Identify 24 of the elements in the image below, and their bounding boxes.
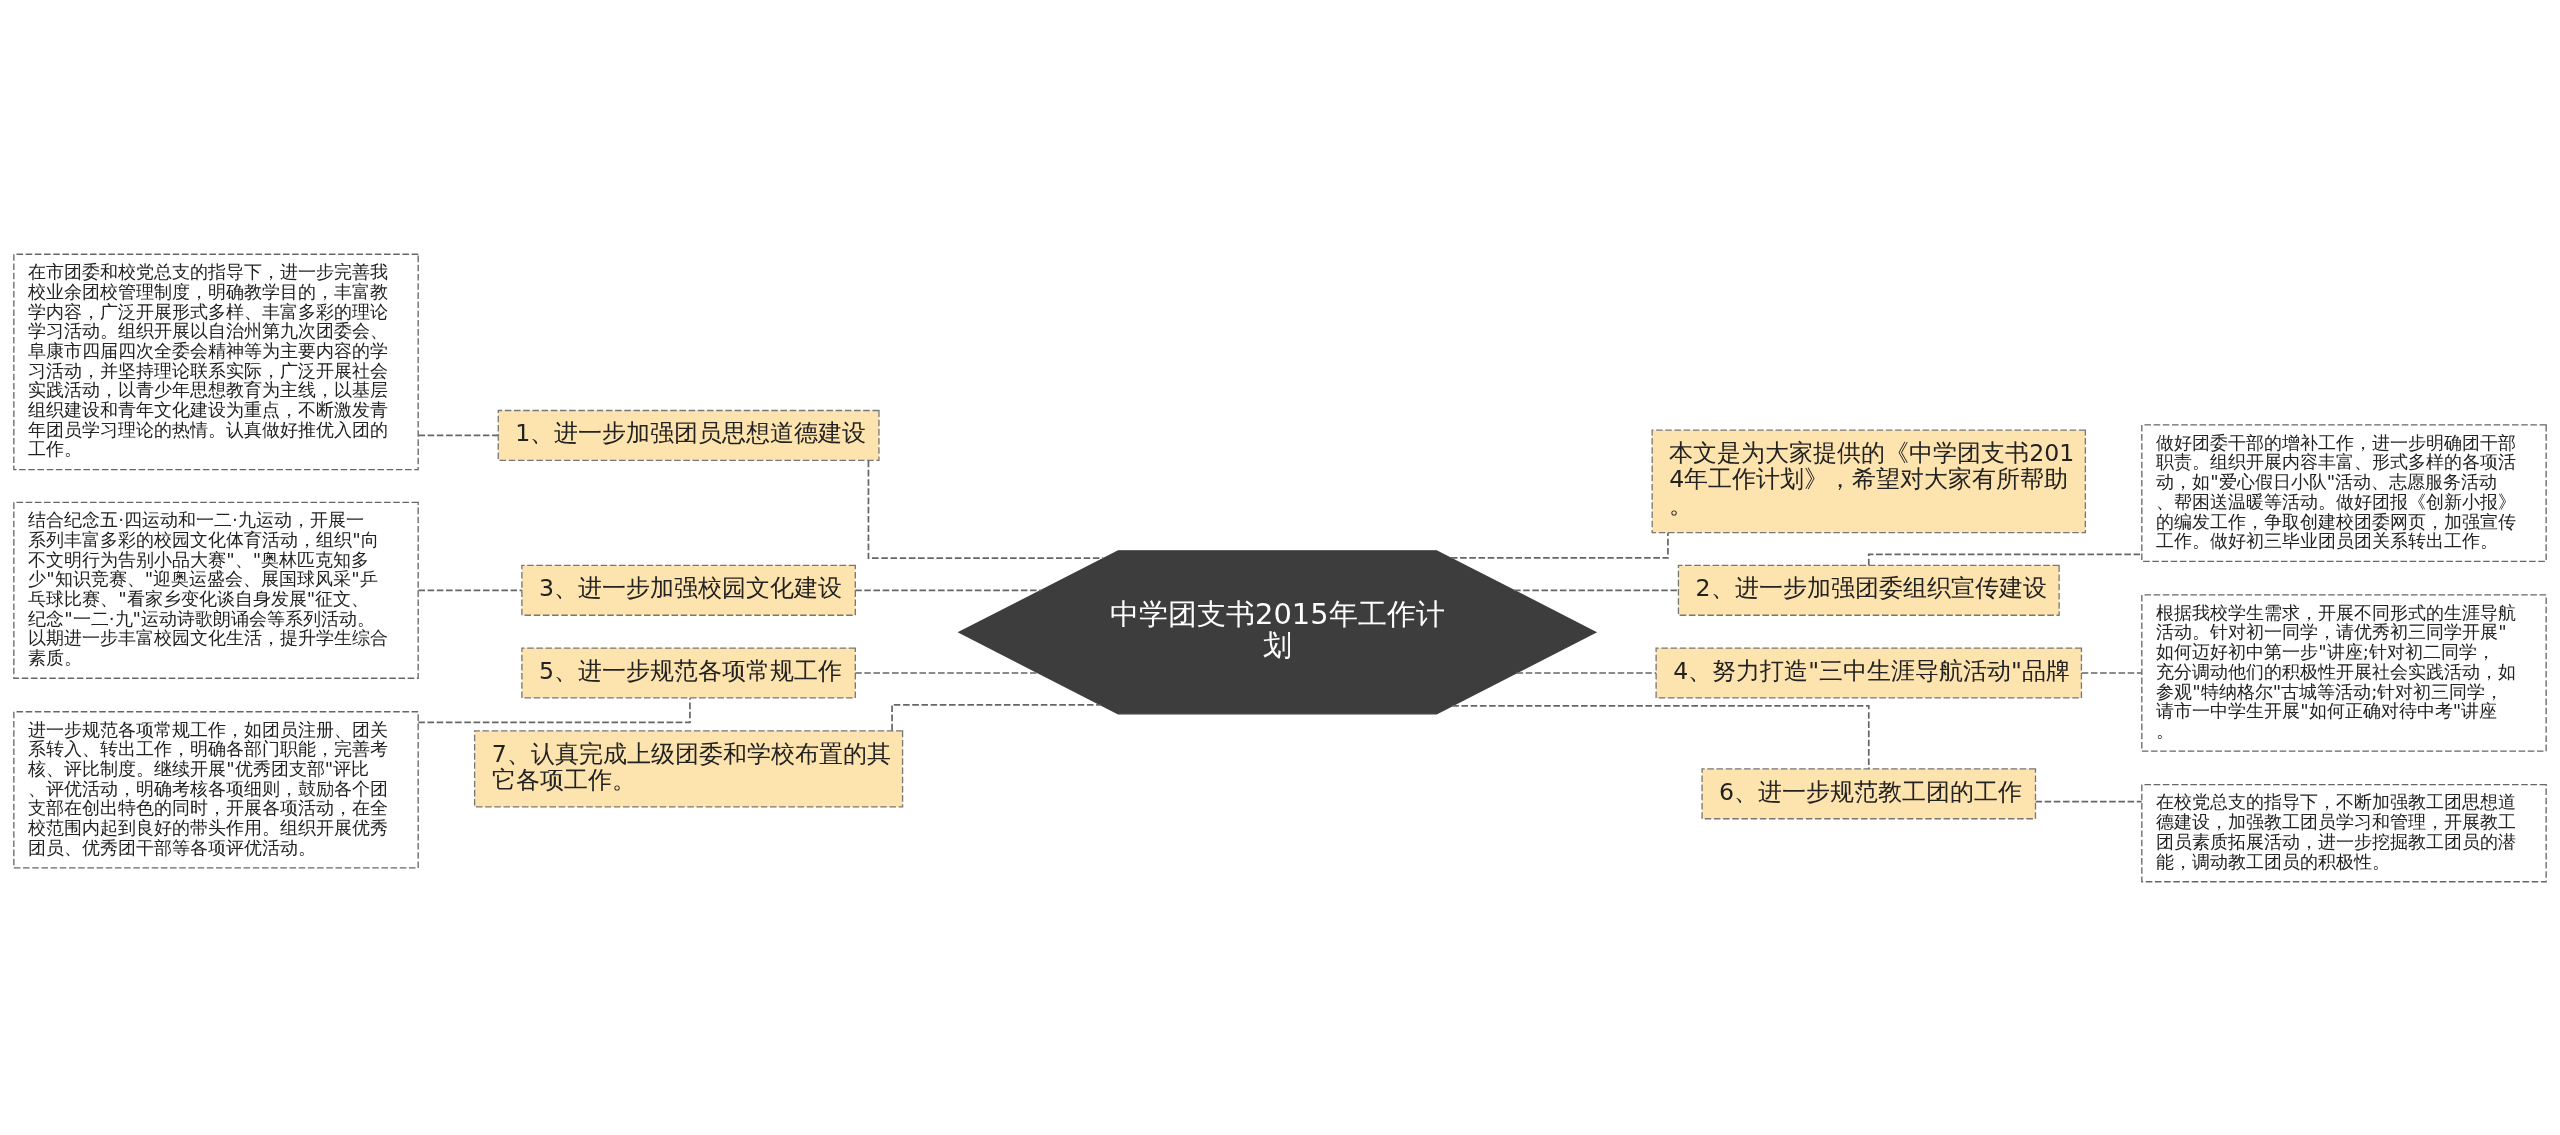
connector	[2034, 800, 2143, 803]
connector	[854, 588, 1042, 591]
connector	[1515, 671, 1657, 674]
node-box: 在市团委和校党总支的指导下，进一步完善我校业余团校管理制度，明确教学目的，丰富教学内容，广泛开展形式多样、丰富多彩的理论学习活动。组织开展以自治州第九次团委会、阜康市四届四次全委会精神等为主要内容的学习活动，并坚持理论联系实际，广泛开展社会实践活动，以青少年思想教育为主线，以基层组织建设和青年文化建设为重点，不断激发青年团员学习理论的热情。认真做好推优入团的工作。	[13, 253, 419, 470]
connector	[854, 671, 1039, 674]
node-box: 做好团委干部的增补工作，进一步明确团干部职责。组织开展内容丰富、形式多样的各项活动，如"爱心假日小队"活动、志愿服务活动、帮困送温暖等活动。做好团报《创新小报》的编发工作，争取创建校团委网页，加强宣传工作。做好初三毕业团员团关系转出工作。	[2141, 423, 2547, 562]
node-box: 4、努力打造"三中生涯导航活动"品牌	[1655, 646, 2083, 699]
node-box: 2、进一步加强团委组织宣传建设	[1677, 564, 2060, 616]
node-box: 本文是为大家提供的《中学团支书2014年工作计划》，希望对大家有所帮助。	[1651, 429, 2087, 533]
connector	[2080, 671, 2143, 674]
connector	[1451, 704, 1870, 770]
connector	[417, 588, 523, 591]
node-box: 3、进一步加强校园文化建设	[521, 564, 856, 616]
connector	[417, 434, 499, 436]
node-box: 结合纪念五·四运动和一二·九运动，开展一系列丰富多彩的校园文化体育活动，组织"向不文明行为告别小品大赛"、"奥林匹克知多少"知识竞赛、"迎奥运盛会、展国球风采"乒乓球比赛、"看家乡变化谈自身发展"征文、纪念"一二·九"运动诗歌朗诵会等系列活动。以期进一步丰富校园文化生活，提升学生综合素质。	[13, 501, 419, 679]
connector	[867, 459, 1105, 559]
connector	[1513, 588, 1679, 591]
node-box: 7、认真完成上级团委和学校布置的其它各项工作。	[473, 729, 904, 808]
node-box: 1、进一步加强团员思想道德建设	[497, 409, 880, 461]
node-box: 5、进一步规范各项常规工作	[521, 646, 856, 699]
node-box: 根据我校学生需求，开展不同形式的生涯导航活动。针对初一同学，请优秀初三同学开展"如何迈好初中第一步"讲座;针对初二同学，充分调动他们的积极性开展社会实践活动，如参观"特纳格尔"古城等活动;针对初三同学，请市一中学生开展"如何正确对待中考"讲座。	[2141, 593, 2547, 752]
node-box: 在校党总支的指导下，不断加强教工团思想道德建设，加强教工团员学习和管理，开展教工团员素质拓展活动，进一步挖掘教工团员的潜能，调动教工团员的积极性。	[2141, 783, 2547, 882]
node-box: 进一步规范各项常规工作，如团员注册、团关系转入、转出工作，明确各部门职能，完善考核、评比制度。继续开展"优秀团支部"评比、评优活动，明确考核各项细则，鼓励各个团支部在创出特色的同时，开展各项活动，在全校范围内起到良好的带头作用。组织开展优秀团员、优秀团干部等各项评优活动。	[13, 710, 419, 869]
node-box: 6、进一步规范教工团的工作	[1701, 767, 2037, 819]
